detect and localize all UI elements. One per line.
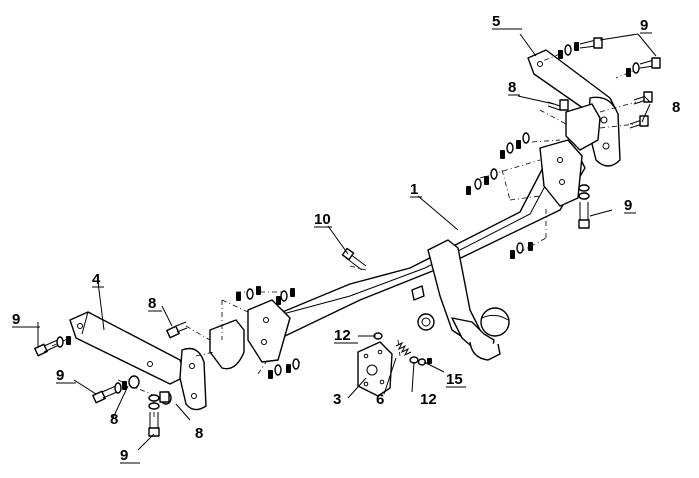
bolt-right-vertical-9 (578, 184, 590, 229)
callout-9-left-mid: 9 (56, 367, 64, 384)
callout-8-left-bottom: 8 (195, 425, 203, 442)
nuts-middle (466, 132, 533, 259)
leader-lines (37, 33, 657, 451)
right-side-bracket (527, 49, 621, 167)
callout-8-right-top: 8 (508, 79, 516, 96)
nuts-left-lower (268, 358, 300, 379)
bolt-left-8b (159, 391, 172, 405)
left-mount-plate (209, 319, 245, 370)
callout-5: 5 (492, 13, 500, 30)
left-side-bracket (69, 311, 207, 411)
socket-plate (357, 341, 393, 397)
bolt-left-8a (166, 321, 188, 339)
bolts-right-top-9 (558, 37, 661, 77)
crossbar (247, 139, 586, 363)
tow-ball-neck (411, 239, 510, 361)
callout-9-left-bottom: 9 (120, 447, 128, 464)
bolts-right-8b (629, 91, 653, 129)
callout-15: 15 (446, 371, 463, 388)
callout-1: 1 (410, 181, 418, 198)
bolt-vertical-9c (148, 394, 160, 437)
callout-9-right-side: 9 (624, 197, 632, 214)
callout-12-upper: 12 (334, 327, 351, 344)
callout-9-right-top: 9 (640, 17, 648, 34)
callout-8-right-side: 8 (672, 99, 680, 116)
callout-3: 3 (333, 391, 341, 408)
callout-4: 4 (92, 271, 101, 288)
nuts-left-upper (236, 286, 295, 305)
spring (395, 341, 412, 357)
callout-8-left-mid: 8 (110, 411, 118, 428)
bolt-left-9b (92, 375, 140, 404)
callout-12-lower: 12 (420, 391, 437, 408)
callout-8-left-top: 8 (148, 295, 156, 312)
callout-9-left: 9 (12, 311, 20, 328)
callout-10: 10 (314, 211, 331, 228)
callout-6: 6 (376, 391, 384, 408)
bolt-right-8a (547, 99, 569, 111)
callout-underlines (12, 28, 652, 464)
